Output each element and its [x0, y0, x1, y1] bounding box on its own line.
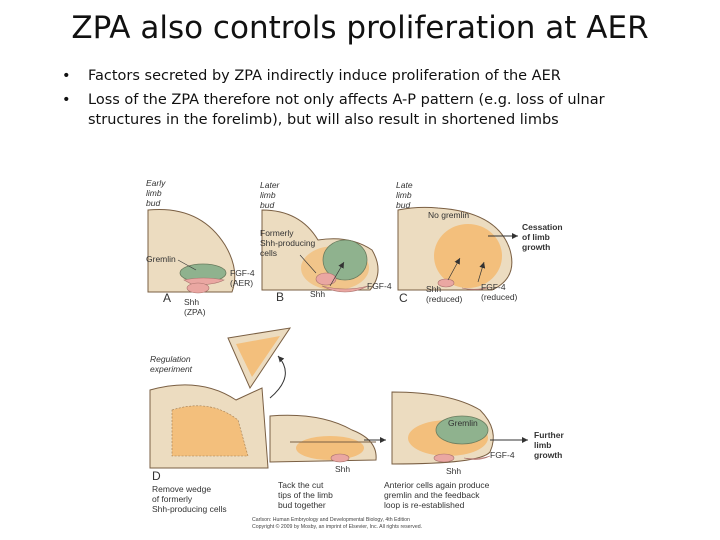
mesoderm-d-left	[171, 405, 249, 457]
fgf4-label: (AER)	[230, 278, 253, 288]
bullet-item: • Loss of the ZPA therefore not only aff…	[62, 90, 662, 130]
shh-label: Shh	[426, 284, 441, 294]
bullet-text: Loss of the ZPA therefore not only affec…	[88, 92, 605, 128]
stage-label: Early	[146, 178, 166, 188]
shh-region-d-right	[433, 453, 455, 463]
leader-line	[299, 254, 317, 274]
zpa-shh-a	[186, 282, 210, 294]
former-label: Formerly	[260, 228, 294, 238]
outcome-label: Cessation	[522, 222, 563, 232]
stage-label: limb	[396, 190, 412, 200]
bullet-text: Factors secreted by ZPA indirectly induc…	[88, 68, 561, 84]
step-label: bud together	[278, 500, 326, 510]
step-label: loop is re-established	[384, 500, 465, 510]
bullet-icon: •	[62, 68, 71, 84]
panel-letter: A	[163, 291, 171, 305]
panel-a: Early limb bud Gremlin FGF-4 (AER) Shh (…	[146, 178, 255, 317]
former-label: Shh-producing	[260, 238, 316, 248]
slide-title: ZPA also controls proliferation at AER	[71, 10, 649, 46]
fgf4-label: FGF-4	[367, 281, 392, 291]
step-label: gremlin and the feedback	[384, 490, 480, 500]
figure-credit: Carlson: Human Embryology and Developmen…	[252, 517, 410, 523]
stage-label: bud	[260, 200, 274, 210]
panel-d: Regulation experiment D Remove wedge of …	[149, 327, 564, 514]
aer-fgf4-d	[463, 455, 491, 460]
wedge-arrow	[269, 355, 286, 399]
aer-fgf4-b	[321, 285, 369, 293]
outcome-label: Further	[534, 430, 564, 440]
signal-arrow	[329, 261, 345, 287]
step-label: Tack the cut	[278, 480, 324, 490]
outcome-label: growth	[522, 242, 550, 252]
outcome-label: growth	[534, 450, 562, 460]
step-label: Anterior cells again produce	[384, 480, 490, 490]
step-label: Shh-producing cells	[152, 504, 227, 514]
fgf4-label: FGF-4	[230, 268, 255, 278]
outcome-label: of limb	[522, 232, 550, 242]
aer-fgf4-c	[461, 286, 491, 291]
shh-label: Shh	[310, 289, 325, 299]
outcome-label: limb	[534, 440, 551, 450]
leader-line	[177, 259, 197, 271]
panel-c: Late limb bud No gremlin Shh (reduced) F…	[396, 180, 563, 305]
signal-arrow	[447, 257, 461, 281]
stage-label: limb	[146, 188, 162, 198]
signal-arrow	[477, 261, 486, 283]
mesoderm-c	[434, 224, 502, 288]
stage-label: limb	[260, 190, 276, 200]
gremlin-region-d	[435, 415, 489, 445]
shh-label: (ZPA)	[184, 307, 206, 317]
shh-region-d-mid	[330, 453, 350, 463]
step-label: of formerly	[152, 494, 193, 504]
bullet-item: • Factors secreted by ZPA indirectly ind…	[62, 66, 662, 86]
panel-letter: D	[152, 469, 161, 483]
gremlin-label: Gremlin	[448, 418, 478, 428]
bullet-icon: •	[62, 92, 71, 108]
former-label: cells	[260, 248, 277, 258]
gremlin-label: Gremlin	[146, 254, 176, 264]
regulation-label: Regulation	[150, 354, 191, 364]
figure-credit: Copyright © 2009 by Mosby, an imprint of…	[252, 523, 422, 530]
stage-label: bud	[396, 200, 410, 210]
panel-b: Later limb bud Formerly Shh-producing ce…	[260, 180, 392, 304]
regulation-label: experiment	[150, 364, 193, 374]
fgf4-label: FGF-4	[490, 450, 515, 460]
step-label: tips of the limb	[278, 490, 333, 500]
stage-label: Late	[396, 180, 413, 190]
shh-region-b	[315, 272, 337, 286]
fgf4-label: (reduced)	[481, 292, 518, 302]
panel-letter: B	[276, 290, 284, 304]
shh-region-c	[437, 278, 455, 288]
shh-label: Shh	[184, 297, 199, 307]
shh-label: Shh	[446, 466, 461, 476]
bullet-list: • Factors secreted by ZPA indirectly ind…	[62, 66, 662, 134]
step-label: Remove wedge	[152, 484, 211, 494]
gremlin-region-b	[322, 239, 368, 281]
mesoderm-d-mid	[296, 436, 364, 460]
panel-letter: C	[399, 291, 408, 305]
no-gremlin-label: No gremlin	[428, 210, 469, 220]
fgf4-label: FGF-4	[481, 282, 506, 292]
stage-label: bud	[146, 198, 160, 208]
shh-label: Shh	[335, 464, 350, 474]
shh-label: (reduced)	[426, 294, 463, 304]
stage-label: Later	[260, 180, 281, 190]
